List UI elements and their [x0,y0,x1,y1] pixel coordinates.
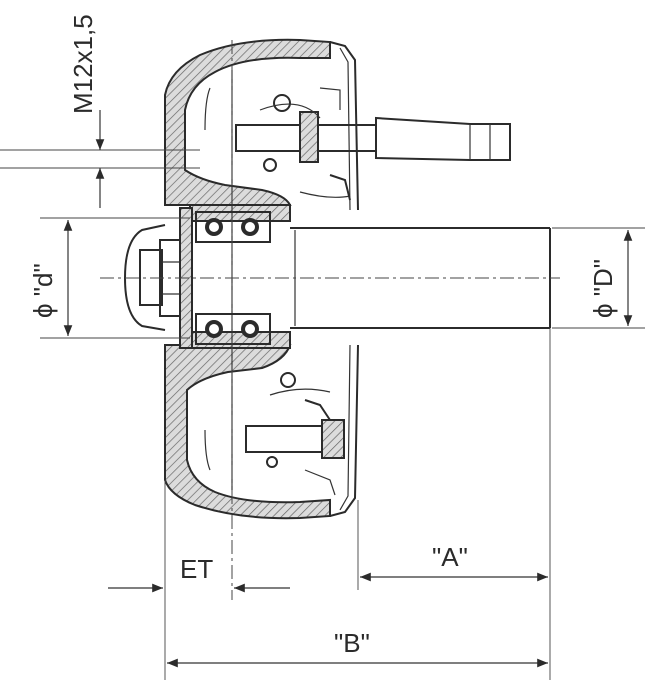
dimension-lines [63,110,633,668]
offset-label: ET [180,554,213,584]
adjuster-assembly [245,372,345,496]
actuator-assembly [235,87,511,201]
dim-a-label: "A" [432,542,468,572]
shaft-diameter-label: ϕ "D" [588,259,618,318]
extension-lines [0,149,645,680]
bearings [195,211,271,345]
dim-b-label: "B" [334,628,370,658]
center-lines [100,40,560,600]
hub-diameter-label: ϕ "d" [28,263,58,318]
thread-label: M12x1,5 [68,14,98,114]
